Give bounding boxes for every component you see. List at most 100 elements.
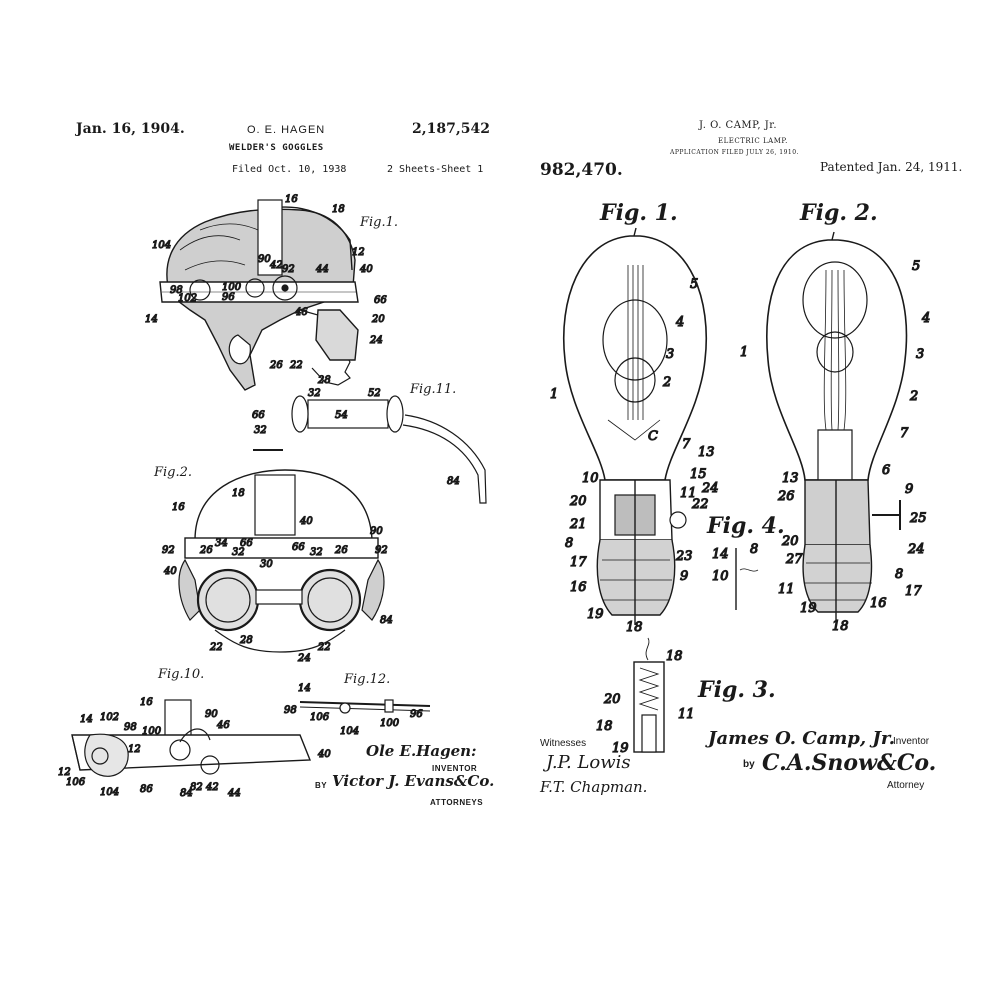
svg-text:25: 25 (909, 511, 927, 526)
svg-text:44: 44 (227, 788, 241, 799)
svg-text:18: 18 (666, 649, 683, 664)
svg-text:40: 40 (299, 516, 313, 527)
svg-text:2: 2 (662, 375, 671, 390)
svg-text:11: 11 (778, 582, 795, 597)
right-patent-inventor: J. O. CAMP, Jr. (699, 120, 778, 131)
svg-text:42: 42 (205, 782, 219, 793)
svg-text:8: 8 (895, 567, 903, 582)
right-patent-title: ELECTRIC LAMP. (718, 137, 788, 145)
left-patent-filed: Filed Oct. 10, 1938 (232, 164, 347, 175)
svg-text:8: 8 (750, 542, 758, 557)
svg-text:11: 11 (680, 486, 697, 501)
svg-text:14: 14 (298, 683, 311, 694)
svg-text:7: 7 (900, 426, 909, 441)
svg-text:19: 19 (587, 607, 604, 622)
svg-text:106: 106 (310, 712, 330, 723)
fig2-frontal-drawing: 16 18 40 90 92 92 40 26 34 32 66 66 32 2… (161, 469, 393, 665)
svg-text:2: 2 (909, 389, 918, 404)
right-fig1-label: Fig. 1. (600, 200, 678, 226)
svg-text:32: 32 (254, 425, 267, 436)
svg-text:66: 66 (374, 295, 387, 306)
svg-text:18: 18 (332, 204, 345, 215)
left-attorneys-label: ATTORNEYS (430, 798, 484, 807)
svg-text:100: 100 (380, 718, 400, 729)
svg-text:26: 26 (269, 360, 283, 371)
svg-text:16: 16 (285, 194, 298, 205)
svg-text:19: 19 (612, 741, 629, 756)
svg-text:90: 90 (370, 526, 383, 537)
svg-text:66: 66 (240, 538, 253, 549)
right-attorney-signature: C.A.Snow&Co. (762, 750, 937, 776)
svg-text:18: 18 (232, 488, 245, 499)
svg-text:106: 106 (66, 777, 86, 788)
svg-text:46: 46 (216, 720, 230, 731)
svg-text:66: 66 (292, 542, 305, 553)
svg-text:24: 24 (297, 653, 311, 664)
left-inventor-label: INVENTOR (432, 764, 478, 773)
left-patent-sheets: 2 Sheets-Sheet 1 (387, 164, 484, 175)
svg-text:24: 24 (907, 542, 925, 557)
svg-text:96: 96 (222, 292, 235, 303)
svg-text:5: 5 (690, 277, 698, 292)
svg-text:7: 7 (682, 437, 691, 452)
right-patent-application: APPLICATION FILED JULY 26, 1910. (670, 149, 799, 156)
svg-text:40: 40 (359, 264, 373, 275)
fig2-bulb-drawing: 5 4 3 2 1 7 13 6 9 26 25 20 27 24 8 17 1… (739, 231, 931, 635)
fig4-detail-drawing: 14 8 10 (711, 541, 759, 610)
right-witness-1: J.P. Lowis (546, 752, 631, 773)
svg-text:12: 12 (128, 744, 141, 755)
svg-text:84: 84 (380, 615, 393, 626)
right-inventor-signature: James O. Camp, Jr. (708, 728, 896, 749)
fig1-bulb-drawing: 5 4 3 2 1 C 7 13 15 10 11 22 24 20 21 8 … (549, 227, 719, 636)
svg-text:24: 24 (701, 481, 719, 496)
right-patent-patented: Patented Jan. 24, 1911. (820, 160, 963, 174)
svg-text:46: 46 (294, 307, 308, 318)
right-fig2-label: Fig. 2. (800, 200, 878, 226)
svg-text:16: 16 (140, 697, 153, 708)
svg-text:8: 8 (565, 536, 573, 551)
fig11-detail-drawing: 52 32 54 66 32 84 (251, 387, 487, 504)
svg-text:18: 18 (832, 619, 849, 634)
svg-text:16: 16 (172, 502, 185, 513)
svg-text:19: 19 (800, 601, 817, 616)
svg-text:11: 11 (678, 707, 695, 722)
svg-text:16: 16 (570, 580, 587, 595)
svg-text:26: 26 (199, 545, 213, 556)
svg-text:32: 32 (232, 547, 245, 558)
svg-text:22: 22 (691, 497, 709, 512)
right-attorney-label: Attorney (887, 780, 925, 791)
left-patent-inventor: O. E. HAGEN (247, 124, 326, 136)
fig10-clip-drawing: 16 90 46 14 102 98 100 12 40 12 106 104 … (57, 696, 332, 799)
right-witnesses-label: Witnesses (540, 738, 587, 749)
svg-text:1: 1 (550, 387, 558, 402)
fig3-detail-drawing: 18 20 11 18 19 (595, 637, 695, 757)
right-fig4-label: Fig. 4. (707, 513, 785, 539)
right-inventor-label: Inventor (893, 736, 930, 747)
svg-text:C: C (648, 429, 658, 444)
left-fig2-label: Fig.2. (154, 465, 193, 480)
svg-text:104: 104 (100, 787, 119, 798)
svg-text:9: 9 (905, 482, 913, 497)
svg-text:10: 10 (712, 569, 729, 584)
svg-text:98: 98 (284, 705, 297, 716)
svg-text:17: 17 (570, 555, 587, 570)
svg-text:40: 40 (317, 749, 331, 760)
svg-text:20: 20 (781, 534, 799, 549)
svg-text:40: 40 (163, 566, 177, 577)
svg-text:92: 92 (282, 264, 295, 275)
svg-text:90: 90 (205, 709, 218, 720)
svg-text:54: 54 (335, 410, 348, 421)
svg-text:20: 20 (371, 314, 385, 325)
svg-text:21: 21 (569, 517, 587, 532)
svg-text:13: 13 (698, 445, 715, 460)
svg-text:84: 84 (447, 476, 460, 487)
svg-text:104: 104 (152, 240, 171, 251)
svg-text:14: 14 (712, 547, 729, 562)
left-patent-number: 2,187,542 (412, 121, 490, 137)
svg-text:100: 100 (142, 726, 162, 737)
svg-text:17: 17 (905, 584, 922, 599)
svg-text:30: 30 (260, 559, 273, 570)
svg-text:22: 22 (289, 360, 303, 371)
svg-text:100: 100 (222, 282, 242, 293)
